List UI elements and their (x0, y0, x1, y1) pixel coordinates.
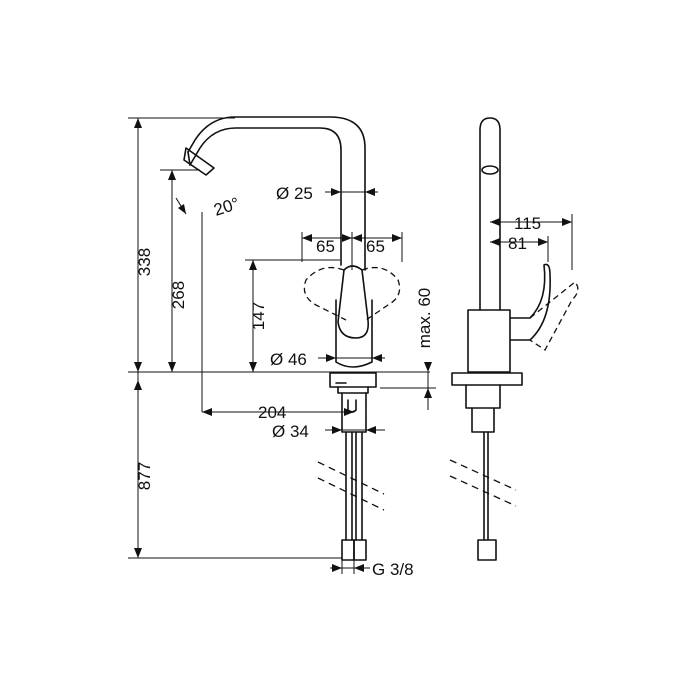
side-lever-swing (529, 281, 579, 351)
dim-thread: G 3/8 (372, 560, 414, 579)
side-aerator (481, 165, 499, 175)
side-base-plate (451, 372, 523, 386)
base-detail (335, 382, 369, 394)
dim-side-115: 115 (514, 214, 541, 233)
dim-angle: 20° (211, 194, 241, 220)
dimension-labels: 338 268 147 877 20° Ø 25 65 65 Ø 46 max.… (135, 184, 541, 579)
hose-right (355, 431, 363, 541)
spout-inner (187, 116, 366, 271)
side-view (449, 117, 579, 561)
base-plate (329, 372, 377, 388)
handle-swing-left (303, 266, 347, 321)
handle-swing-right (361, 266, 401, 321)
break-line-2 (317, 477, 385, 511)
side-break-line-1 (449, 459, 517, 491)
dim-swing-left: 65 (316, 237, 335, 256)
dim-base-diameter: Ø 46 (270, 350, 307, 369)
spout-tip (183, 147, 215, 176)
side-lever (509, 263, 551, 341)
break-line-1 (317, 461, 385, 495)
dim-max-60: max. 60 (415, 288, 434, 348)
dim-reach-204: 204 (258, 403, 286, 422)
connector-right (353, 539, 367, 561)
dim-338: 338 (135, 248, 154, 276)
side-body (467, 309, 511, 373)
side-hose (483, 431, 489, 541)
body-cylinder (335, 299, 373, 368)
side-shank (465, 384, 501, 433)
connector-left (341, 539, 355, 561)
dim-268: 268 (169, 281, 188, 309)
dimension-lines (128, 117, 573, 574)
side-connector (477, 539, 497, 561)
dim-877: 877 (135, 462, 154, 490)
side-spout (479, 117, 501, 311)
dim-side-81: 81 (508, 234, 527, 253)
dim-147: 147 (249, 302, 268, 330)
dim-hole-diameter: Ø 34 (272, 422, 309, 441)
spout-outline (189, 127, 342, 266)
dim-swing-right: 65 (366, 237, 385, 256)
dim-spout-diameter: Ø 25 (276, 184, 313, 203)
hose-left (345, 431, 353, 541)
handle-lever (337, 265, 370, 339)
side-break-line-2 (449, 475, 517, 507)
